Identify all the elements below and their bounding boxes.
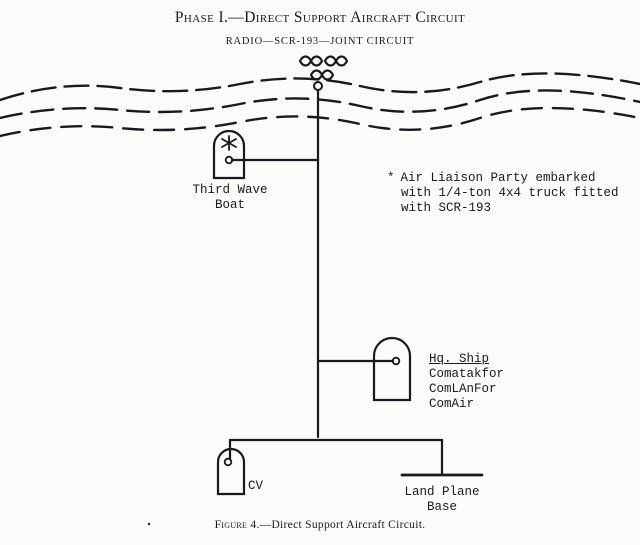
third-wave-boat-line2: Boat	[214, 198, 245, 212]
waves	[0, 72, 640, 138]
hq-ship-line1: Hq. Ship	[429, 352, 490, 366]
note-line3: with SCR-193	[401, 201, 492, 215]
hq-ship-line2: Comatakfor	[429, 367, 505, 381]
cv-label: CV	[248, 479, 264, 493]
third-wave-boat-label: Third Wave Boat	[176, 183, 284, 213]
decorative-dot	[147, 522, 151, 526]
figure-caption-text: —Direct Support Aircraft Circuit.	[259, 519, 426, 531]
page-title: Phase I.—Direct Support Aircraft Circuit	[174, 9, 466, 26]
land-plane-base-label: Land Plane Base	[392, 485, 492, 515]
note-line1: Air Liaison Party embarked	[400, 171, 596, 185]
page-subtitle: RADIO—SCR-193—JOINT CIRCUIT	[225, 36, 415, 47]
antenna-top-icon	[313, 81, 323, 91]
land-plane-base-line1: Land Plane	[404, 485, 480, 499]
note-block: * Air Liaison Party embarked with 1/4-ton…	[387, 171, 619, 216]
hq-ship-line4: ComAir	[429, 397, 475, 411]
figure-number: Figure 4.	[214, 519, 260, 531]
note-asterisk: *	[387, 171, 395, 185]
hq-ship-station	[316, 336, 412, 402]
third-wave-boat-line1: Third Wave	[192, 183, 268, 197]
land-plane-base-station	[400, 438, 484, 477]
antenna-infinity-symbols	[298, 55, 349, 81]
land-plane-base-line2: Base	[426, 500, 457, 514]
cv-station	[216, 438, 246, 496]
hq-ship-label: Hq. Ship Comatakfor ComLAnFor ComAir	[429, 352, 504, 412]
figure-caption: Figure 4.—Direct Support Aircraft Circui…	[0, 519, 640, 531]
note-line2: with 1/4-ton 4x4 truck fitted	[401, 186, 619, 200]
hq-ship-line3: ComLAnFor	[429, 382, 497, 396]
third-wave-boat-station	[212, 129, 320, 180]
asterisk-marker	[221, 135, 237, 151]
